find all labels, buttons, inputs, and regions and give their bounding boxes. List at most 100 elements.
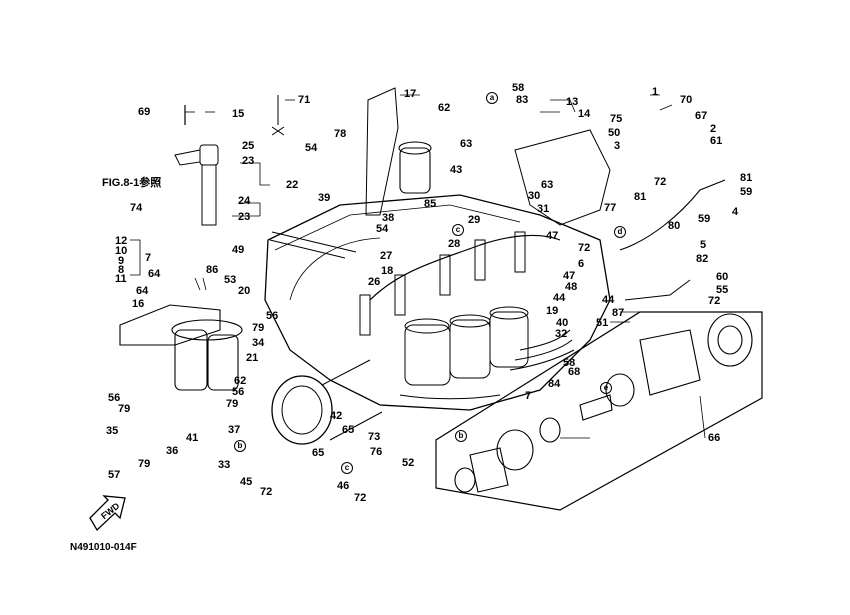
label-72b: 72 [354,492,367,504]
label-64a: 64 [148,268,161,280]
cylinder-group [404,306,529,386]
label-72c: 72 [578,242,591,254]
label-8: 8 [118,264,125,276]
label-67: 67 [695,110,708,122]
label-65b: 65 [342,424,355,436]
label-41: 41 [186,432,199,444]
label-4: 4 [732,206,739,218]
figure-reference: FIG.8-1参照 [102,177,162,189]
label-56a: 56 [266,310,279,322]
label-44b: 44 [602,294,615,306]
label-81b: 81 [634,191,647,203]
label-18: 18 [381,265,394,277]
label-29: 29 [468,214,481,226]
label-42: 42 [330,410,343,422]
part-code: N491010-014F [70,542,137,553]
label-76: 76 [370,446,383,458]
label-19: 19 [546,305,559,317]
label-2: 2 [710,123,717,135]
label-34: 34 [252,337,265,349]
label-32: 32 [555,328,568,340]
marker-d: d [614,226,626,238]
label-40: 40 [556,317,569,329]
label-56c: 56 [108,392,121,404]
label-79c: 79 [226,398,239,410]
fuel-filter-left [119,304,243,391]
injectors [359,231,526,336]
label-52: 52 [402,457,415,469]
label-21: 21 [246,352,259,364]
label-54a: 54 [305,142,318,154]
marker-c: c [452,224,464,236]
label-62a: 62 [234,375,247,387]
label-57: 57 [108,469,121,481]
label-15: 15 [232,108,245,120]
marker-b-center: b [455,430,467,442]
label-27: 27 [380,250,393,262]
label-31: 31 [537,203,550,215]
label-12: 12 [115,235,128,247]
label-44a: 44 [553,292,566,304]
marker-a-top: a [486,92,498,104]
label-55: 55 [716,284,729,296]
label-68: 68 [568,366,581,378]
label-43: 43 [450,164,463,176]
label-63b: 63 [541,179,554,191]
label-86: 86 [206,264,219,276]
label-11: 11 [115,273,127,285]
exhaust-flange [271,375,333,445]
label-47b: 47 [563,270,576,282]
label-80: 80 [668,220,681,232]
leader-lines [130,94,706,439]
label-66: 66 [708,432,721,444]
marker-c-lower: c [341,462,353,474]
label-30: 30 [528,190,541,202]
fwd-arrow [89,495,126,532]
label-23b: 23 [238,211,251,223]
label-75: 75 [610,113,623,125]
label-71: 71 [298,94,311,106]
label-17: 17 [404,88,417,100]
label-20: 20 [238,285,251,297]
label-77: 77 [604,202,617,214]
label-79d: 79 [138,458,151,470]
label-3: 3 [614,140,621,152]
label-38: 38 [382,212,395,224]
label-60: 60 [716,271,729,283]
label-33: 33 [218,459,231,471]
label-82: 82 [696,253,709,265]
label-47a: 47 [546,230,559,242]
label-37: 37 [228,424,241,436]
label-58b: 58 [563,357,576,369]
label-16: 16 [132,298,145,310]
label-59a: 59 [740,186,753,198]
label-36: 36 [166,445,179,457]
fuel-line-main [369,234,561,301]
label-5: 5 [700,239,707,251]
label-6: 6 [578,258,585,270]
label-25: 25 [242,140,255,152]
marker-b-left: b [234,440,246,452]
label-73: 73 [368,431,381,443]
marker-e: e [600,382,612,394]
label-35: 35 [106,425,119,437]
label-23a: 23 [242,155,255,167]
label-53: 53 [224,274,237,286]
label-59b: 59 [698,213,711,225]
label-48: 48 [565,281,578,293]
label-9: 9 [118,255,125,267]
engine-block-outline [264,194,611,411]
pipe-right [619,179,726,251]
label-72e: 72 [708,295,721,307]
label-1: 1 [652,86,659,98]
label-62b: 62 [438,102,451,114]
label-85: 85 [424,198,437,210]
label-22: 22 [286,179,299,191]
label-79b: 79 [118,403,131,415]
label-7a: 7 [145,252,152,264]
label-45: 45 [240,476,253,488]
fuel-filter-top [398,141,432,194]
label-51: 51 [596,317,609,329]
